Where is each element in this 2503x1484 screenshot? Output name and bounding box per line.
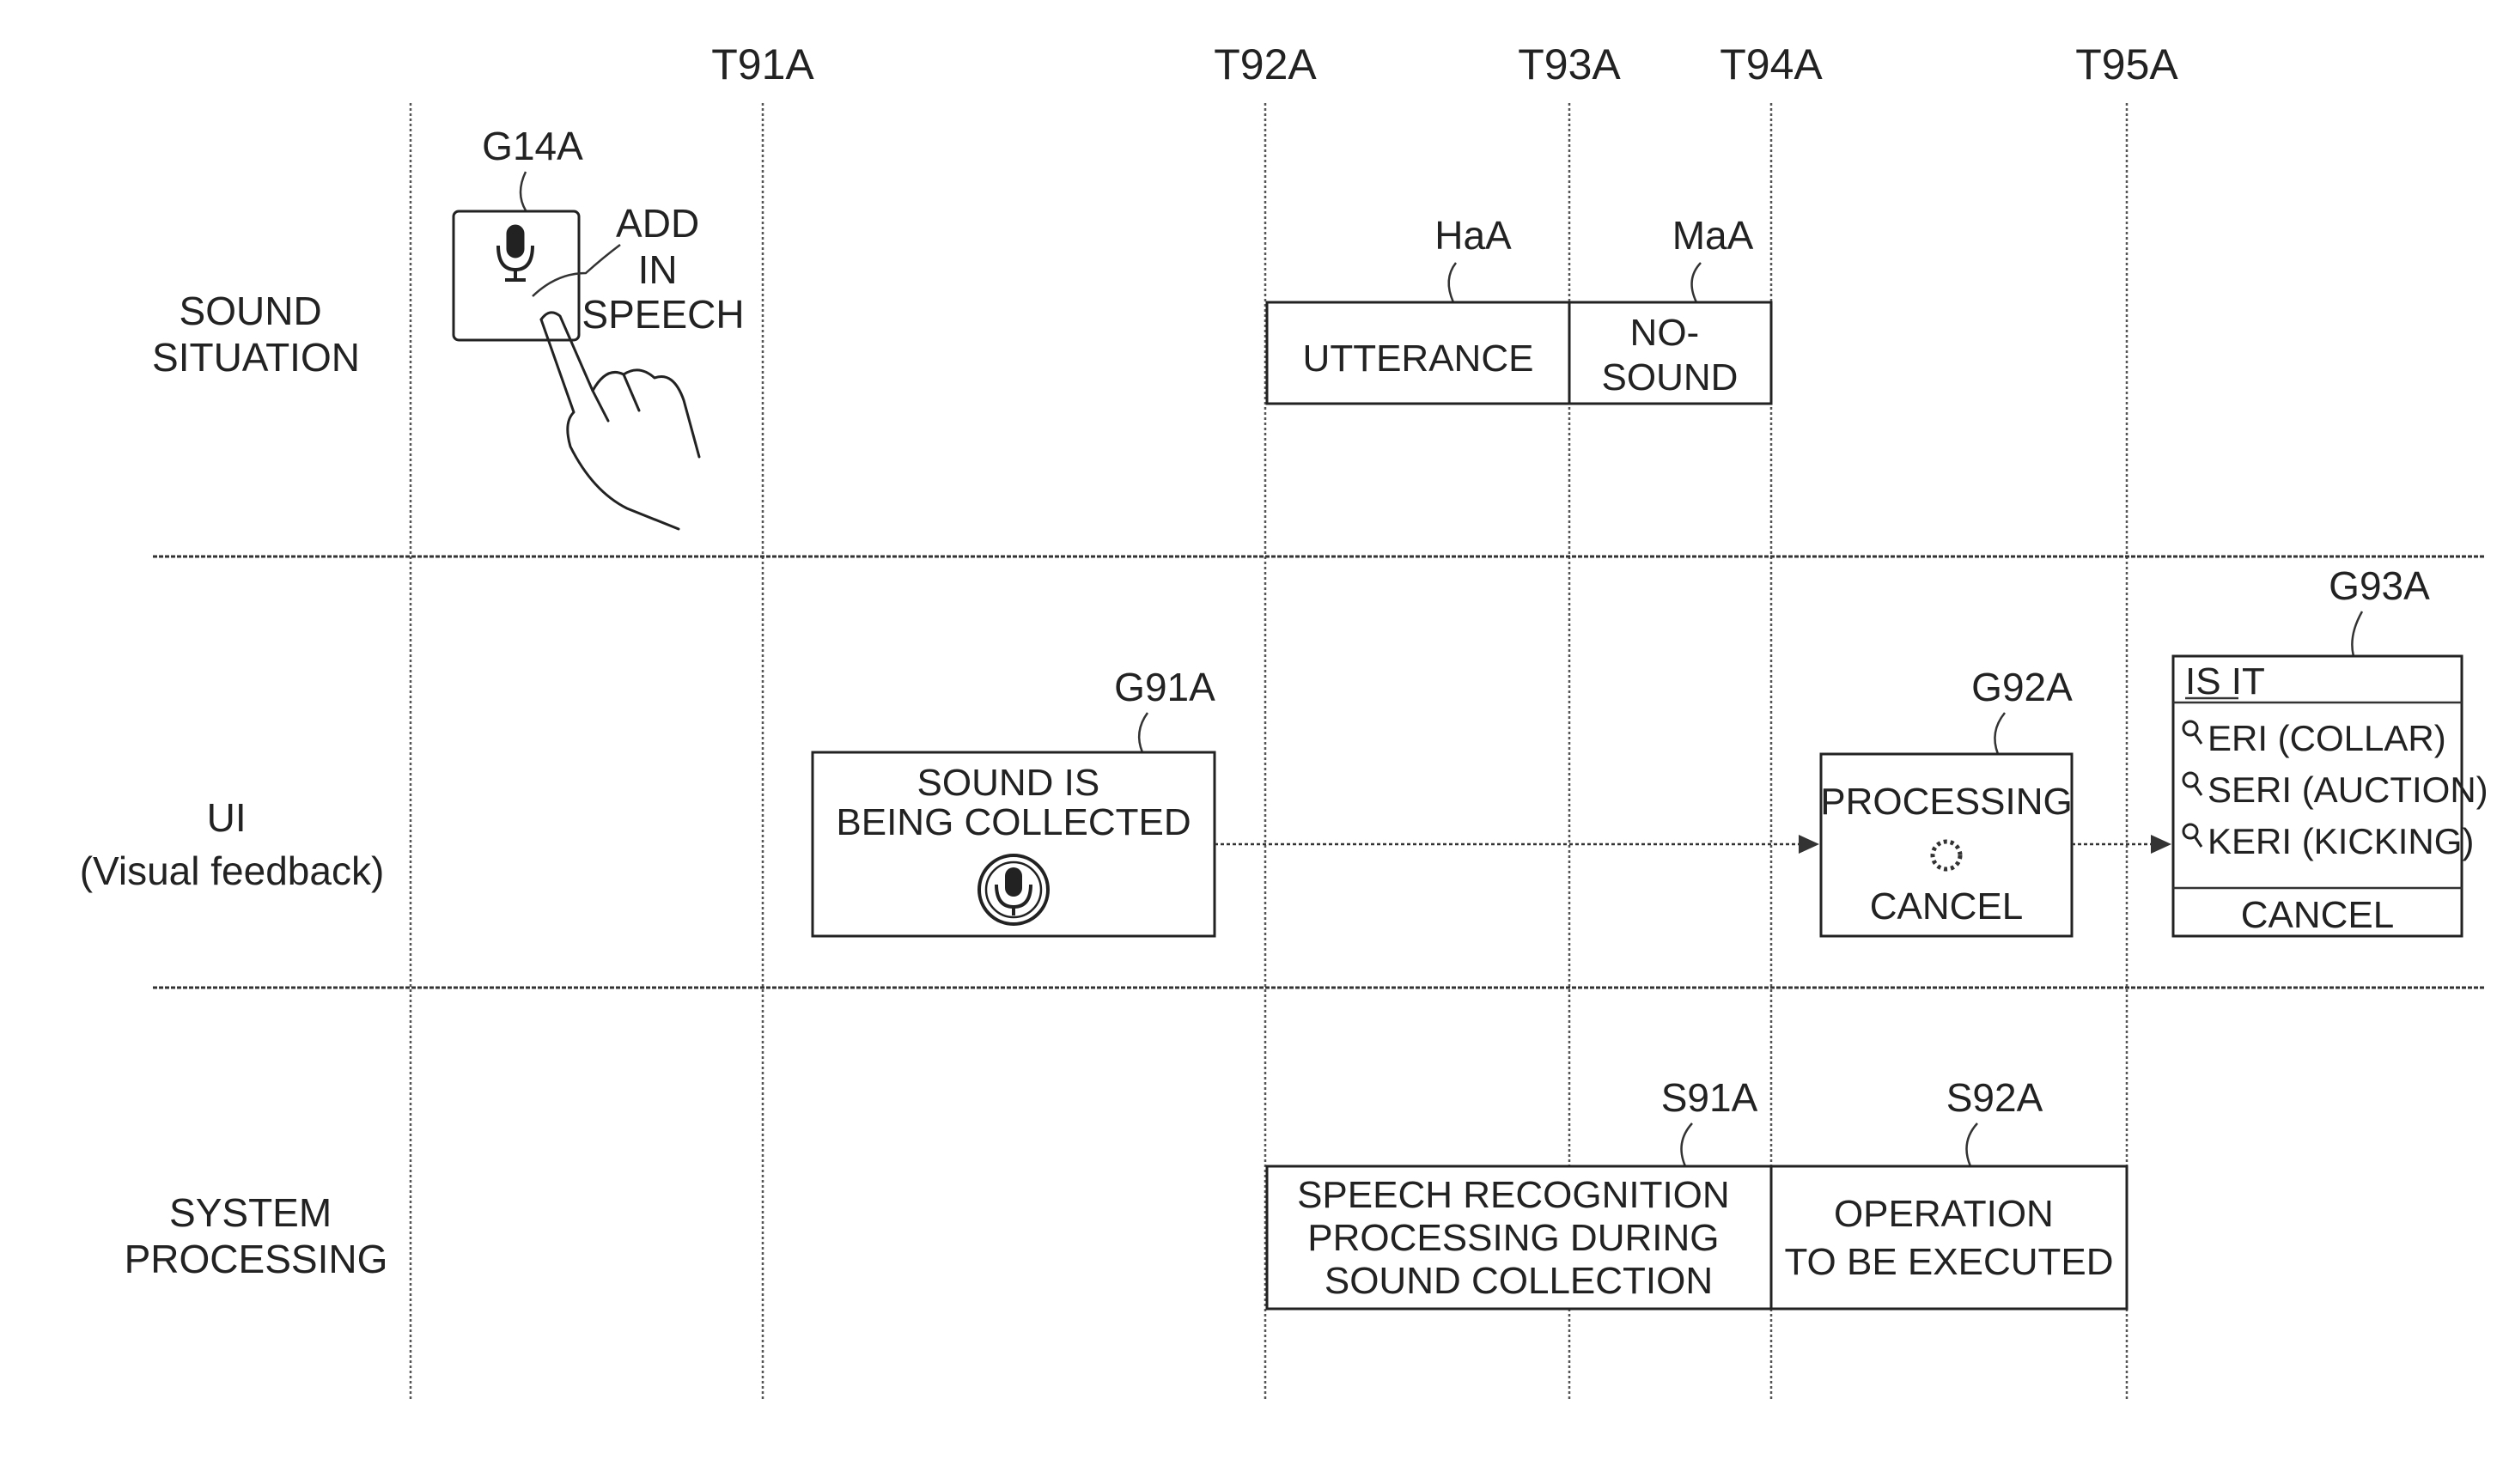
g92-processing-text: PROCESSING — [1820, 781, 2072, 823]
utterance-leader — [1449, 263, 1456, 302]
g92-cancel-button[interactable]: CANCEL — [1870, 885, 2024, 928]
s91-text: SPEECH RECOGNITION PROCESSING DURING SOU… — [1297, 1174, 1740, 1302]
g93-label: G93A — [2329, 563, 2430, 608]
device-leader — [521, 172, 526, 210]
s91-label: S91A — [1661, 1075, 1758, 1120]
g93-option-1[interactable]: ERI (COLLAR) — [2183, 718, 2446, 758]
g93-option-2-text: SERI (AUCTION) — [2208, 769, 2488, 810]
utterance-text: UTTERANCE — [1303, 338, 1534, 380]
g93-leader — [2352, 611, 2362, 656]
s92-leader — [1967, 1123, 1978, 1166]
device-label: G14A — [482, 124, 583, 168]
s91-leader — [1682, 1123, 1693, 1166]
nosound-label: MaA — [1672, 213, 1754, 258]
row-label-ui: UI (Visual feedback) — [80, 795, 385, 893]
time-label-t94a: T94A — [1720, 40, 1823, 88]
g93-option-3[interactable]: KERI (KICKING) — [2183, 821, 2474, 861]
time-label-t91a: T91A — [711, 40, 814, 88]
arrowhead-g93 — [2151, 835, 2171, 854]
s92-box — [1771, 1166, 2127, 1309]
microphone-icon — [979, 855, 1048, 924]
g93-option-1-text: ERI (COLLAR) — [2208, 718, 2446, 758]
arrowhead-g92 — [1799, 835, 1819, 854]
nosound-leader — [1692, 263, 1701, 302]
g93-option-3-text: KERI (KICKING) — [2208, 821, 2474, 861]
s92-label: S92A — [1946, 1075, 2043, 1120]
time-label-t93a: T93A — [1518, 40, 1621, 88]
g91-label: G91A — [1114, 665, 1215, 709]
time-label-t95a: T95A — [2075, 40, 2178, 88]
g93-cancel-button[interactable]: CANCEL — [2241, 894, 2395, 936]
g92-label: G92A — [1971, 665, 2073, 709]
add-in-speech-text: ADD IN SPEECH — [582, 201, 744, 337]
g92-leader — [1994, 713, 2005, 754]
g91-leader — [1139, 713, 1148, 752]
g93-header-text: IS IT — [2185, 660, 2265, 702]
time-label-t92a: T92A — [1214, 40, 1317, 88]
g93-option-2[interactable]: SERI (AUCTION) — [2183, 769, 2488, 810]
hand-icon — [541, 313, 699, 529]
row-label-sound-situation: SOUND SITUATION — [152, 289, 360, 380]
row-label-system-processing: SYSTEM PROCESSING — [125, 1190, 388, 1281]
utterance-label: HaA — [1434, 213, 1512, 258]
